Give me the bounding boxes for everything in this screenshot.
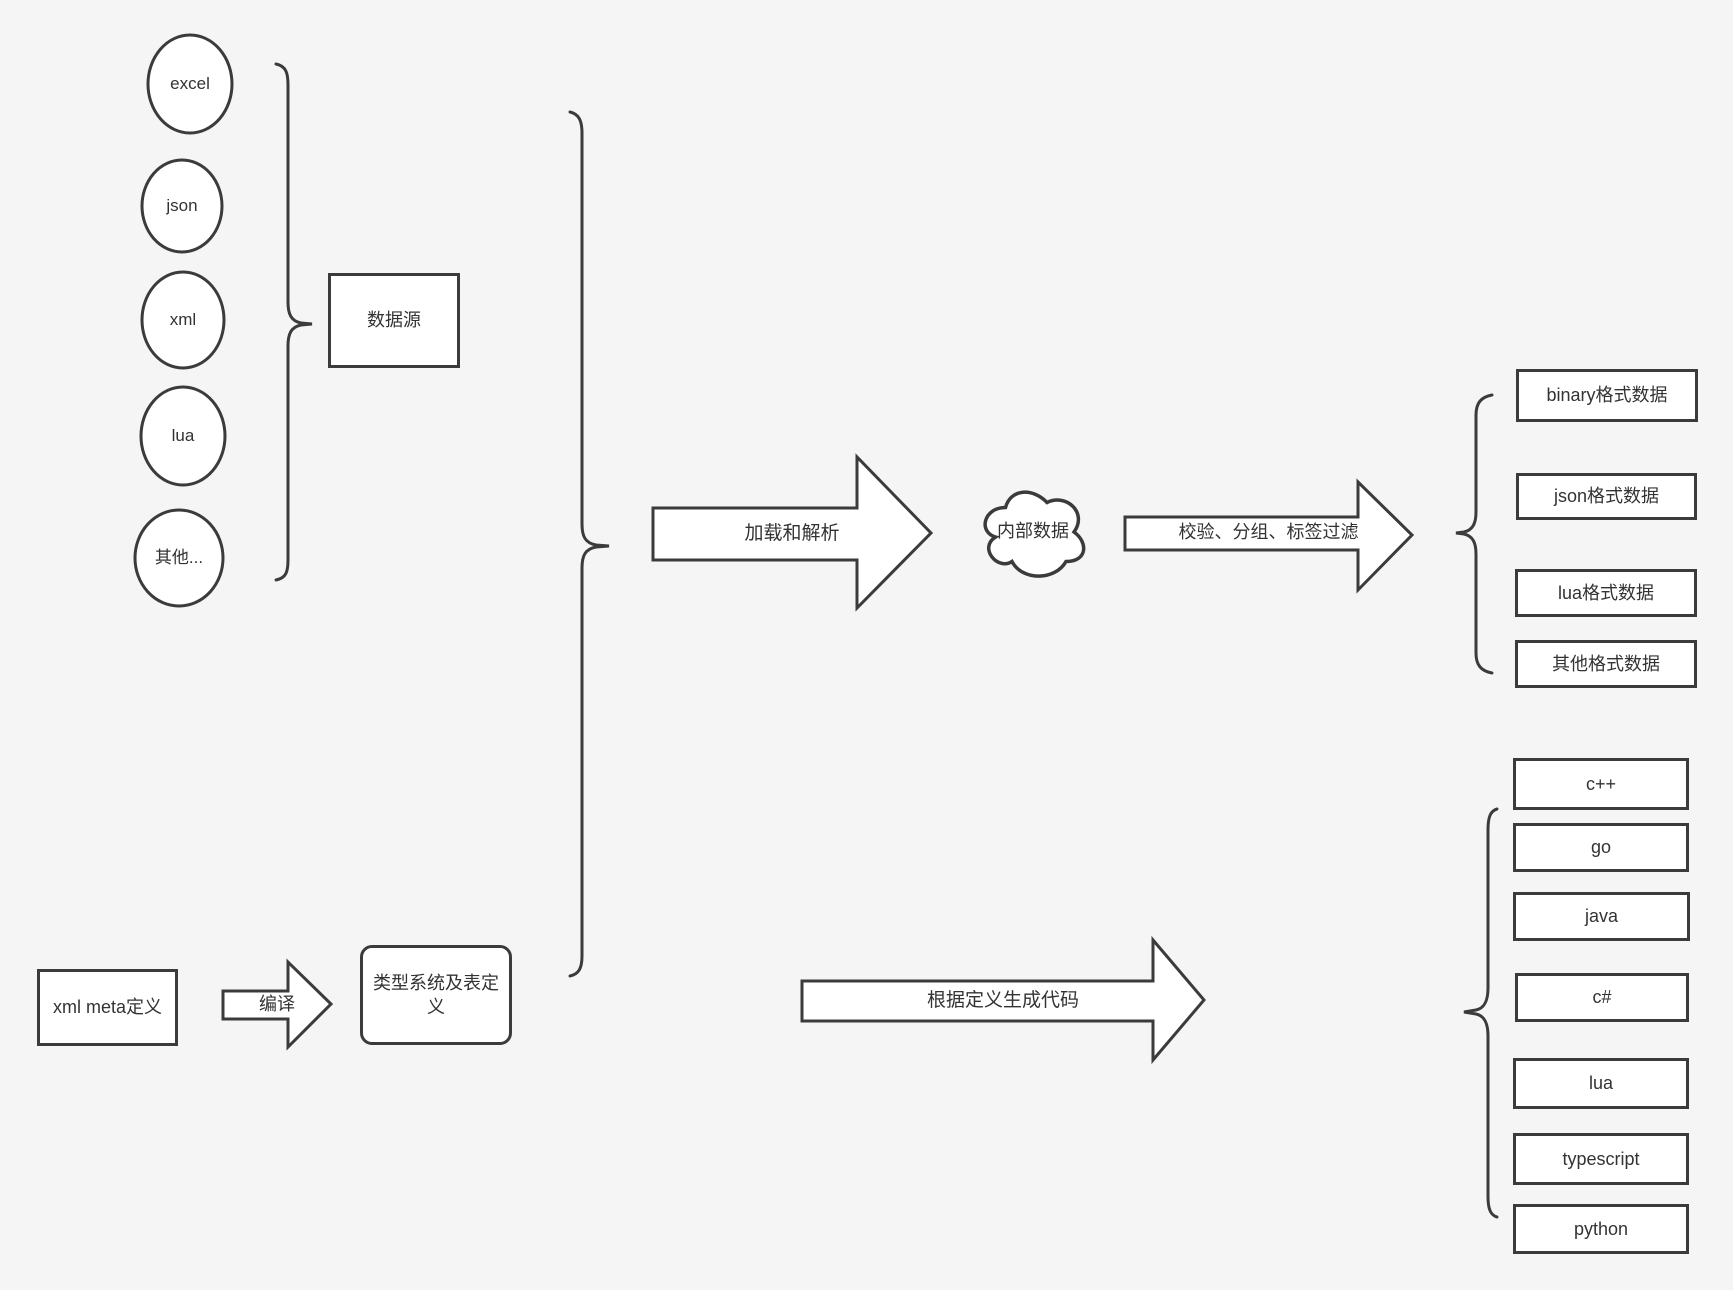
arrow-filter (1123, 478, 1415, 594)
node-typescript: typescript (1513, 1133, 1689, 1185)
source-ellipse-excel (146, 33, 234, 135)
node-binary-data: binary格式数据 (1516, 369, 1698, 422)
node-go: go (1513, 823, 1689, 872)
node-lua-data: lua格式数据 (1515, 569, 1697, 617)
node-xml-meta: xml meta定义 (37, 969, 178, 1046)
node-lua-lang: lua (1513, 1058, 1689, 1109)
arrow-load-parse (651, 453, 934, 612)
node-type-system: 类型系统及表定义 (360, 945, 512, 1045)
source-ellipse-json (140, 158, 224, 254)
node-csharp: c# (1515, 973, 1689, 1022)
brace-languages (1463, 807, 1499, 1219)
brace-main (568, 110, 610, 978)
node-cpp: c++ (1513, 758, 1689, 810)
cloud-internal-data (983, 490, 1086, 578)
source-ellipse-other (133, 508, 225, 608)
arrow-compile (221, 958, 334, 1051)
node-python: python (1513, 1204, 1689, 1254)
brace-sources (274, 62, 313, 582)
node-java: java (1513, 892, 1690, 941)
brace-outputs (1455, 393, 1494, 675)
node-other-data: 其他格式数据 (1515, 640, 1697, 688)
source-ellipse-xml (140, 270, 226, 370)
node-data-source: 数据源 (328, 273, 460, 368)
source-ellipse-lua (139, 385, 227, 487)
node-json-data: json格式数据 (1516, 473, 1697, 520)
arrow-generate (800, 935, 1206, 1065)
